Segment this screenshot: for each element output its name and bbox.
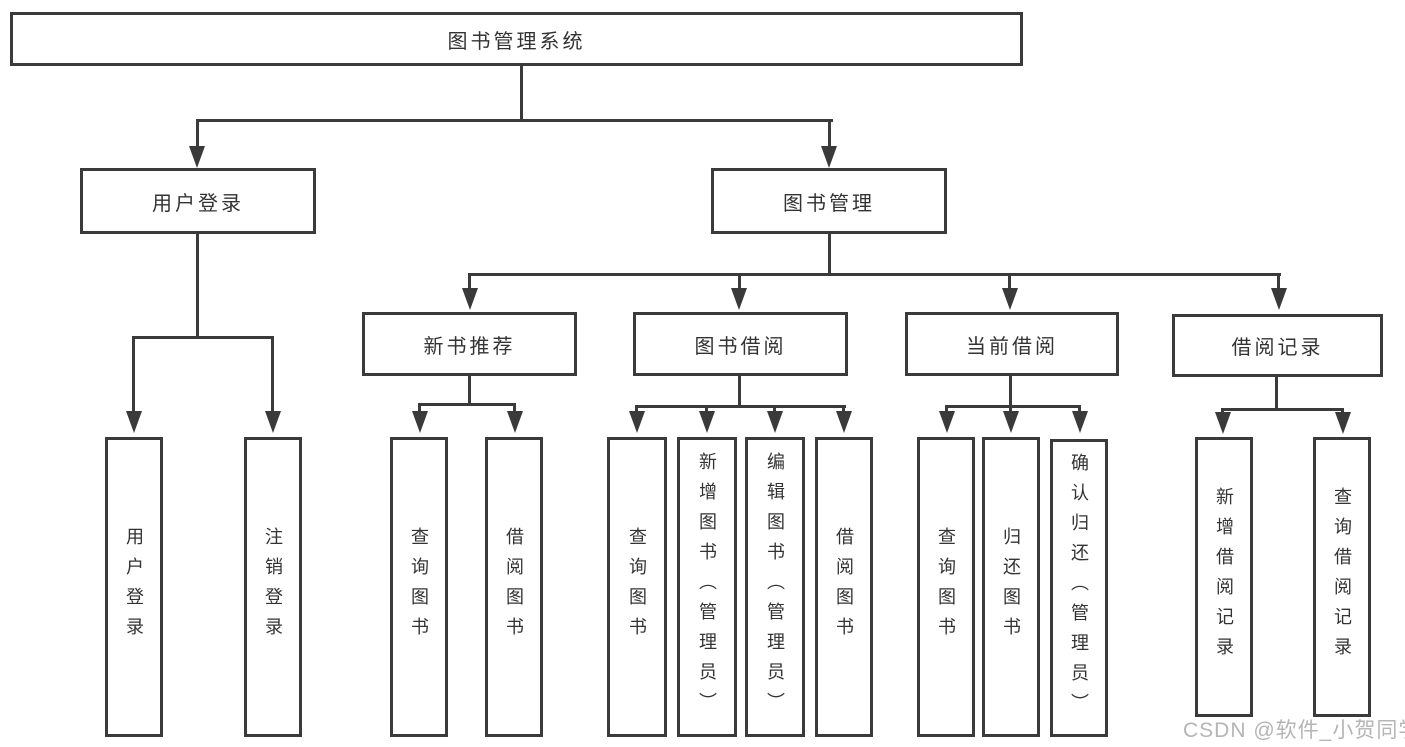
leaf-confirm-return-admin-label: 确认归还（管理员） (1069, 453, 1089, 723)
connector-root-stem (520, 66, 523, 122)
node-user-login: 用户登录 (80, 168, 316, 234)
node-borrow-records-label: 借阅记录 (1231, 337, 1324, 359)
arrow-down-icon (1215, 412, 1231, 434)
arrow-down-icon (189, 146, 205, 168)
node-new-book-recommend-label: 新书推荐 (423, 335, 516, 358)
arrow-down-icon (462, 288, 478, 310)
connector-leaf-drop (271, 336, 274, 413)
node-current-borrow-label: 当前借阅 (966, 335, 1058, 358)
leaf-borrow-books-recommend-label: 借阅图书 (504, 527, 524, 647)
leaf-add-borrow-record-label: 新增借阅记录 (1214, 487, 1234, 667)
leaf-query-books-borrow: 查询图书 (607, 437, 667, 737)
connector-level3-drop (738, 273, 741, 290)
node-book-management-label: 图书管理 (783, 192, 875, 215)
connector-book-mgmt-rail (469, 273, 1281, 276)
connector-book-mgmt-drop (828, 119, 831, 148)
leaf-query-books-borrow-label: 查询图书 (627, 527, 647, 647)
connector-level3-drop (1008, 273, 1011, 290)
leaf-borrow-books-label: 借阅图书 (834, 527, 854, 647)
connector-user-login-rail (132, 336, 273, 339)
leaf-user-login: 用户登录 (105, 437, 163, 737)
connector-book-borrow-rail (635, 405, 846, 408)
arrow-down-icon (507, 411, 523, 433)
node-library-system: 图书管理系统 (10, 12, 1023, 66)
connector-leaf-drop (513, 403, 516, 415)
leaf-add-book-admin: 新增图书（管理员） (677, 437, 737, 737)
leaf-confirm-return-admin: 确认归还（管理员） (1050, 439, 1108, 737)
connector-borrow-records-rail (1221, 408, 1344, 411)
leaf-logout: 注销登录 (244, 437, 302, 737)
leaf-logout-label: 注销登录 (263, 527, 283, 647)
arrow-down-icon (412, 411, 428, 433)
connector-user-login-stem (196, 234, 199, 338)
arrow-down-icon (821, 146, 837, 168)
leaf-query-borrow-record: 查询借阅记录 (1313, 437, 1371, 717)
connector-current-borrow-rail (945, 405, 1081, 408)
connector-new-book-rail (418, 403, 516, 406)
leaf-borrow-books: 借阅图书 (815, 437, 873, 737)
arrow-down-icon (1002, 288, 1018, 310)
arrow-down-icon (836, 411, 852, 433)
connector-leaf-drop (132, 336, 135, 413)
connector-borrow-records-stem (1275, 377, 1278, 410)
leaf-query-books-recommend-label: 查询图书 (409, 527, 429, 647)
arrow-down-icon (126, 411, 142, 433)
connector-level3-drop (1277, 273, 1280, 290)
leaf-user-login-label: 用户登录 (124, 527, 144, 647)
node-user-login-label: 用户登录 (152, 192, 244, 215)
connector-user-login-drop (196, 119, 199, 148)
leaf-return-book: 归还图书 (982, 437, 1040, 737)
connector-leaf-drop (635, 405, 638, 415)
connector-level3-drop (468, 273, 471, 290)
connector-root-rail (196, 119, 833, 122)
connector-leaf-drop (773, 405, 776, 415)
arrow-down-icon (767, 411, 783, 433)
node-current-borrow: 当前借阅 (905, 312, 1119, 376)
node-book-borrow: 图书借阅 (633, 312, 848, 376)
leaf-borrow-books-recommend: 借阅图书 (485, 437, 543, 737)
node-book-borrow-label: 图书借阅 (694, 335, 787, 358)
arrow-down-icon (1271, 288, 1287, 310)
leaf-edit-book-admin-label: 编辑图书（管理员） (765, 452, 785, 722)
leaf-query-books-current-label: 查询图书 (936, 527, 956, 647)
leaf-add-borrow-record: 新增借阅记录 (1195, 437, 1253, 717)
leaf-return-book-label: 归还图书 (1001, 527, 1021, 647)
leaf-add-book-admin-label: 新增图书（管理员） (697, 452, 717, 722)
leaf-query-borrow-record-label: 查询借阅记录 (1332, 487, 1352, 667)
arrow-down-icon (1335, 412, 1351, 434)
arrow-down-icon (629, 411, 645, 433)
node-book-management: 图书管理 (711, 168, 947, 234)
connector-leaf-drop (842, 405, 845, 415)
connector-new-book-stem (468, 376, 471, 405)
arrow-down-icon (1003, 411, 1019, 433)
arrow-down-icon (731, 288, 747, 310)
connector-leaf-drop (945, 405, 948, 415)
leaf-query-books-current: 查询图书 (917, 437, 975, 737)
leaf-query-books-recommend: 查询图书 (390, 437, 448, 737)
leaf-edit-book-admin: 编辑图书（管理员） (745, 437, 805, 737)
connector-current-borrow-stem (1009, 376, 1012, 407)
node-library-system-label: 图书管理系统 (447, 30, 586, 53)
connector-book-borrow-stem (738, 376, 741, 407)
connector-leaf-drop (418, 403, 421, 415)
connector-leaf-drop (705, 405, 708, 415)
connector-leaf-drop (1078, 405, 1081, 415)
arrow-down-icon (699, 411, 715, 433)
connector-book-mgmt-stem (828, 234, 831, 275)
arrow-down-icon (1072, 411, 1088, 433)
node-borrow-records: 借阅记录 (1172, 314, 1383, 377)
arrow-down-icon (939, 411, 955, 433)
connector-leaf-drop (1009, 405, 1012, 415)
csdn-watermark: CSDN @软件_小贺同学 (1183, 719, 1405, 742)
node-new-book-recommend: 新书推荐 (362, 312, 577, 376)
arrow-down-icon (265, 411, 281, 433)
